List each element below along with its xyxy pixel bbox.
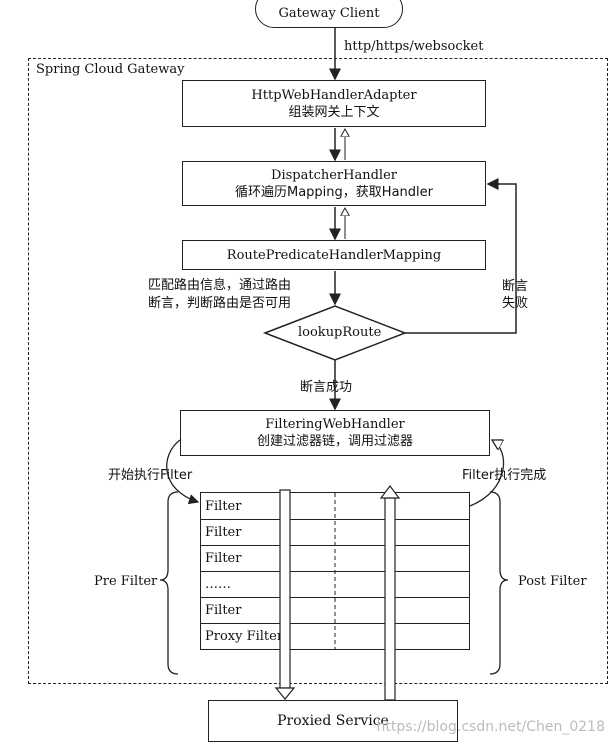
http-adapter-subtitle: 组装网关上下文 (288, 104, 380, 120)
pre-filter-label: Pre Filter (94, 574, 158, 589)
match-info-label-line1: 匹配路由信息，通过路由 (148, 278, 292, 293)
filtering-web-handler-node: FilteringWebHandler 创建过滤器链，调用过滤器 (180, 410, 490, 456)
filter-row: Filter (201, 597, 469, 623)
filter-row-label: …… (205, 577, 231, 592)
filter-done-label: Filter执行完成 (462, 468, 547, 483)
route-mapping-title: RoutePredicateHandlerMapping (226, 247, 442, 263)
dispatcher-title: DispatcherHandler (271, 167, 397, 183)
gateway-client-label: Gateway Client (278, 5, 380, 21)
filtering-title: FilteringWebHandler (265, 417, 405, 432)
request-down-arrow (274, 489, 296, 700)
assert-fail-label-line1: 断言 (502, 279, 529, 294)
filter-row-label: Filter (205, 525, 242, 540)
filter-row: Proxy Filter (201, 623, 469, 649)
filter-row-label: Filter (205, 603, 242, 618)
post-filter-brace (489, 491, 509, 675)
filtering-subtitle: 创建过滤器链，调用过滤器 (256, 434, 413, 449)
http-web-handler-adapter-node: HttpWebHandlerAdapter 组装网关上下文 (182, 80, 486, 127)
start-filter-label: 开始执行Filter (108, 468, 193, 483)
dispatcher-subtitle: 循环遍历Mapping，获取Handler (235, 184, 433, 200)
assert-success-label: 断言成功 (300, 380, 353, 395)
route-predicate-handler-mapping-node: RoutePredicateHandlerMapping (182, 240, 486, 270)
filter-row-label: Filter (205, 498, 242, 514)
spring-cloud-gateway-container (28, 58, 608, 684)
pre-filter-brace (159, 491, 179, 675)
lookup-route-label: lookupRoute (298, 325, 382, 340)
filter-row: Filter (201, 493, 469, 519)
container-title: Spring Cloud Gateway (36, 62, 185, 77)
response-up-arrow (379, 485, 401, 701)
filter-row-label: Filter (205, 551, 242, 566)
match-info-label-line2: 断言，判断路由是否可用 (148, 296, 292, 311)
filter-done-curve-arrow (469, 440, 505, 507)
http-adapter-title: HttpWebHandlerAdapter (251, 87, 417, 103)
proxied-service-label: Proxied Service (277, 712, 389, 729)
assert-fail-loop-arrow (405, 178, 517, 334)
proxied-service-node: Proxied Service (208, 700, 458, 742)
assert-fail-label-line2: 失败 (502, 296, 529, 311)
protocol-label: http/https/websocket (344, 39, 484, 54)
filter-row-label: Proxy Filter (205, 629, 284, 644)
watermark: https://blog.csdn.net/Chen_0218 (376, 719, 605, 735)
start-filter-curve-arrow (166, 439, 200, 505)
dispatcher-handler-node: DispatcherHandler 循环遍历Mapping，获取Handler (182, 161, 486, 206)
filter-row: Filter (201, 519, 469, 545)
post-filter-label: Post Filter (518, 574, 587, 589)
